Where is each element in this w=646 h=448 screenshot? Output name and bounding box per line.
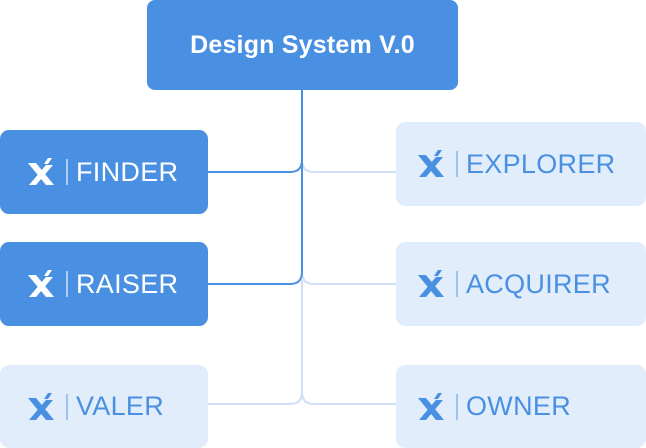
node-explorer[interactable]: EXPLORER [396,122,646,206]
connector-explorer [301,159,396,173]
x-brand-logo-icon [418,150,444,177]
node-acquirer[interactable]: ACQUIRER [396,242,646,326]
separator [456,151,458,177]
separator [456,271,458,297]
connector-trunk-lower [208,280,303,405]
connector-owner [301,391,396,405]
connector-acquirer [301,271,396,285]
node-label: VALER [76,391,165,421]
x-brand-logo-icon [418,270,444,297]
separator [456,393,458,420]
root-title: Design System V.0 [190,30,415,59]
node-label: RAISER [76,268,179,299]
node-label: OWNER [466,391,571,421]
node-owner[interactable]: OWNER [396,365,646,448]
separator [66,393,68,420]
x-brand-logo-icon [418,392,444,420]
node-label: ACQUIRER [466,268,611,299]
separator [66,271,68,297]
node-finder[interactable]: FINDER [0,130,208,214]
connector-finder [208,159,303,173]
node-label: EXPLORER [466,148,616,179]
root-node[interactable]: Design System V.0 [147,0,458,90]
connector-trunk-upper [208,90,303,285]
node-label: FINDER [76,156,179,187]
x-brand-logo-icon [28,270,54,297]
separator [66,159,68,185]
x-brand-logo-icon [28,392,54,420]
node-valer[interactable]: VALER [0,365,208,448]
x-brand-logo-icon [28,158,54,185]
node-raiser[interactable]: RAISER [0,242,208,326]
